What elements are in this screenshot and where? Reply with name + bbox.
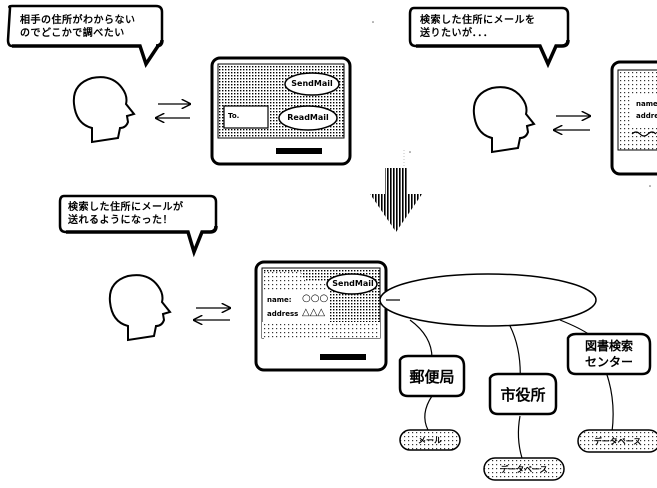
node-city-hall [488, 372, 558, 416]
node-library-search-center [566, 332, 652, 376]
person-head-icon-top-right [472, 86, 536, 154]
transition-down-arrow [370, 168, 422, 232]
bubble-line: 検索した住所にメールを [420, 15, 536, 26]
node-post-office-label: 郵便局 [409, 368, 455, 386]
tag-database-right: データベース [593, 437, 642, 446]
exchange-arrows-top-left [156, 104, 190, 118]
node-library-label: 図書検索 センター [570, 338, 648, 370]
bubble-text-middle: 検索した住所にメールが 送れるようになった！ [68, 201, 214, 227]
bubble-text-top-left: 相手の住所がわからない のでどこかで調べたい [20, 14, 160, 40]
tag-mail-bg [399, 429, 461, 451]
mail-window-right [610, 60, 657, 176]
tag-database-center: データベース [500, 465, 548, 474]
network-cloud [379, 273, 597, 327]
bubble-line: のでどこかで調べたい [20, 28, 125, 39]
address-field-value: △△△ [302, 307, 326, 318]
send-mail-button-top[interactable]: SendMail [291, 79, 333, 88]
bubble-line: 相手の住所がわからない [20, 15, 136, 26]
node-city-hall-label: 市役所 [500, 386, 546, 404]
mail-window-top [210, 56, 352, 166]
person-head-icon-top-left [72, 76, 136, 144]
node-library-line: 図書検索 [584, 339, 633, 353]
bubble-line: 送りたいが．．． [420, 28, 494, 39]
bubble-line: 送れるようになった！ [68, 215, 173, 226]
name-field-label-right: name [636, 100, 657, 108]
read-mail-button-top[interactable]: ReadMail [287, 113, 329, 122]
node-library-line: センター [584, 355, 633, 369]
send-mail-button-bottom[interactable]: SendMail [332, 279, 374, 288]
person-head-icon-bottom [108, 274, 172, 342]
to-field-label: To. [228, 112, 240, 120]
name-field-value: ○○○ [302, 293, 329, 304]
mail-window-bottom [254, 260, 388, 372]
tag-database-right-bg [577, 429, 657, 453]
tag-database-center-bg [483, 457, 565, 481]
exchange-arrows-bottom [194, 308, 230, 320]
address-field-label: address [267, 310, 299, 318]
bubble-text-top-right: 検索した住所にメールを 送りたいが．．． [420, 14, 566, 40]
bubble-line: 検索した住所にメールが [68, 202, 184, 213]
name-field-label: name: [267, 296, 292, 304]
tag-mail: メール [418, 436, 442, 445]
address-field-label-right: addre [636, 112, 657, 120]
exchange-arrows-top-right [554, 116, 590, 130]
node-post-office [398, 354, 466, 398]
